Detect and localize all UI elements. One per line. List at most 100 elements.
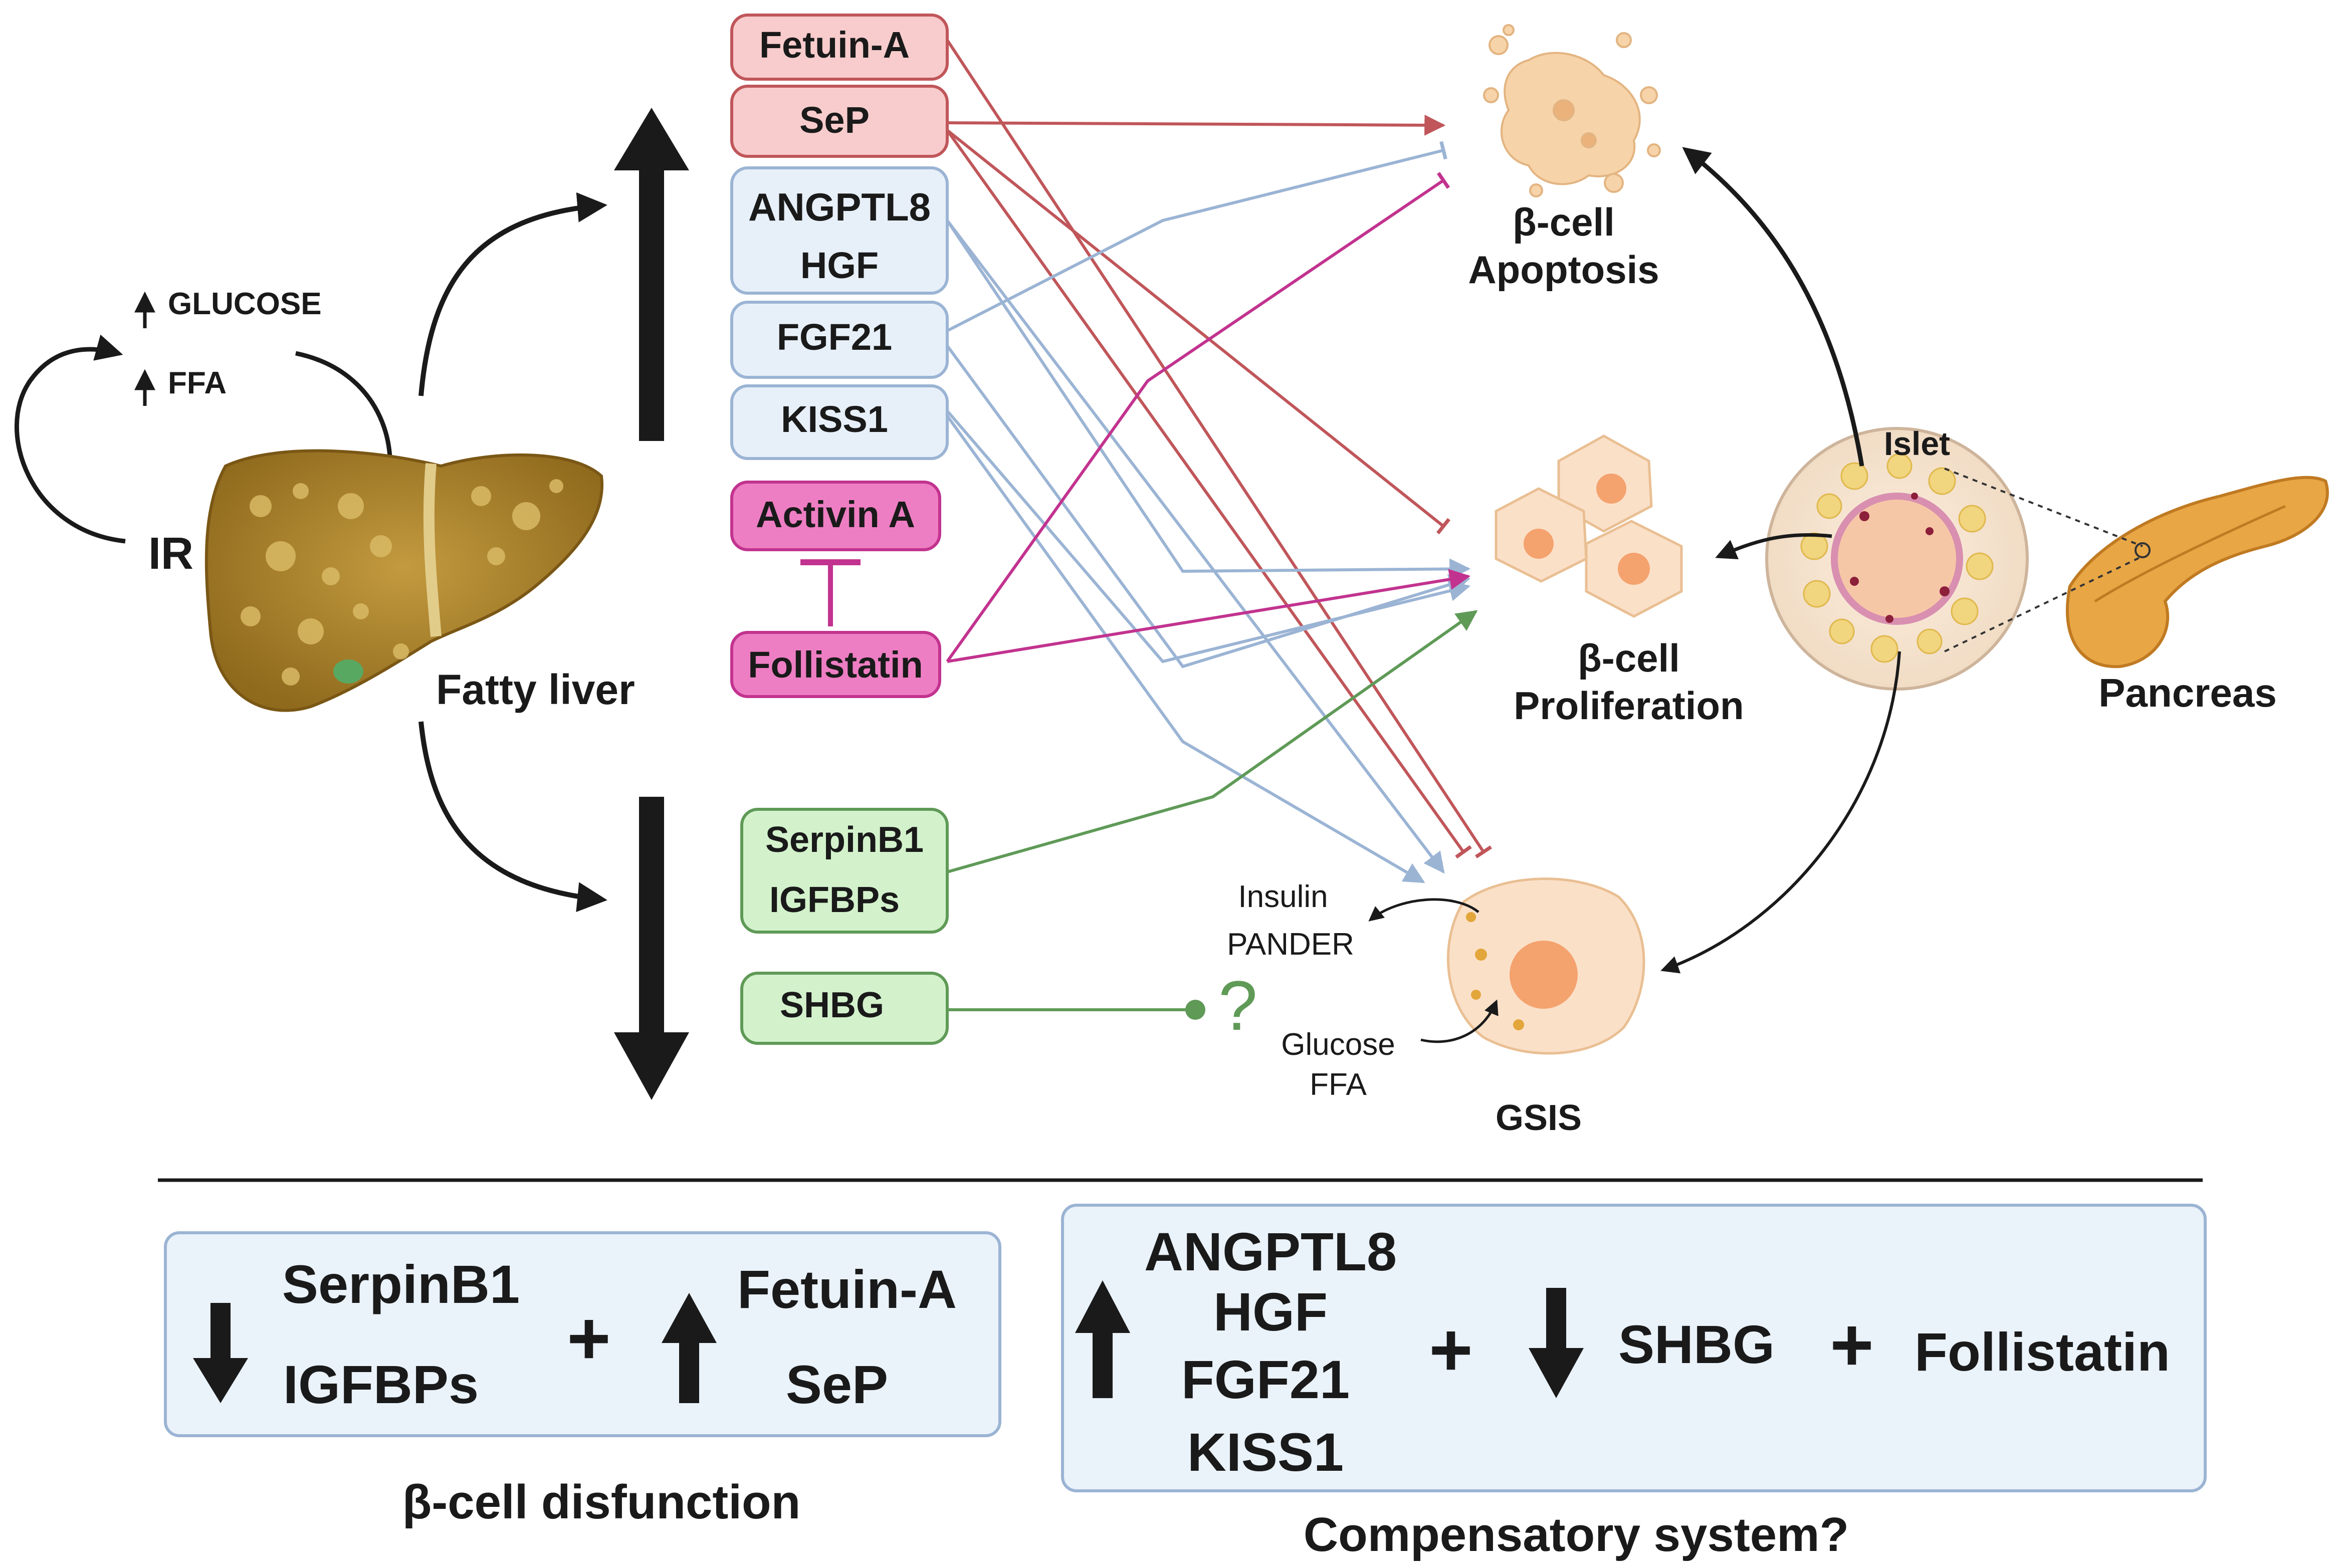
apoptosis-line2: Apoptosis bbox=[1468, 248, 1659, 292]
right-item5: SHBG bbox=[1618, 1314, 1775, 1375]
islet-to-gsis-arrow bbox=[1660, 651, 1901, 974]
glucose-label: GLUCOSE bbox=[168, 287, 322, 321]
label-fetuin-a: Fetuin-A bbox=[759, 24, 910, 66]
box-fetuin-a bbox=[730, 14, 949, 81]
apoptosis-line1: β-cell bbox=[1513, 200, 1615, 244]
gallbladder-icon bbox=[333, 659, 363, 684]
right-item6: Follistatin bbox=[1915, 1321, 2170, 1382]
insulin-label: Insulin bbox=[1238, 879, 1328, 914]
box-shbg bbox=[740, 972, 949, 1045]
islet-core bbox=[1831, 493, 1963, 625]
ir-label: IR bbox=[148, 529, 193, 579]
box-activin-a bbox=[730, 481, 941, 551]
line-serpinb1-proliferation bbox=[947, 610, 1478, 873]
label-serpinb1: SerpinB1 bbox=[765, 820, 924, 860]
left-caption: β-cell disfunction bbox=[402, 1475, 801, 1529]
big-up-arrow-icon bbox=[614, 108, 689, 441]
left-panel-box bbox=[164, 1231, 1001, 1437]
up-arrow-icon bbox=[1075, 1280, 1130, 1398]
islet-to-proliferation-arrow bbox=[1715, 533, 1832, 560]
line-fetuin-gsis bbox=[946, 39, 1493, 858]
proliferating-cells-icon bbox=[1495, 434, 1683, 618]
insulin-granules bbox=[1466, 912, 1524, 1030]
down-arrow-icon bbox=[193, 1303, 248, 1403]
box-follistatin bbox=[730, 631, 941, 698]
label-fgf21: FGF21 bbox=[777, 316, 892, 358]
left-item4: SeP bbox=[786, 1354, 888, 1415]
box-fgf21 bbox=[730, 301, 949, 379]
down-arrow-icon bbox=[1529, 1288, 1584, 1398]
islet-cells bbox=[1800, 453, 1994, 663]
curve-arrow-down bbox=[418, 721, 607, 913]
box-angptl8-hgf bbox=[730, 166, 949, 295]
right-item2: HGF bbox=[1213, 1281, 1328, 1342]
label-activin-a: Activin A bbox=[756, 494, 915, 535]
proliferation-line1: β-cell bbox=[1578, 636, 1680, 680]
liver-icon bbox=[204, 449, 604, 712]
left-item1: SerpinB1 bbox=[282, 1254, 520, 1314]
line-fgf21-apoptosis bbox=[946, 141, 1447, 332]
line-kiss1-gsis bbox=[946, 415, 1425, 883]
islet-to-apoptosis-arrow bbox=[1682, 147, 1864, 467]
label-sep: SeP bbox=[799, 99, 870, 141]
line-fgf21-proliferation bbox=[946, 345, 1471, 668]
left-item3: Fetuin-A bbox=[737, 1259, 957, 1319]
secretion-arrow bbox=[1368, 898, 1479, 922]
right-item4: KISS1 bbox=[1187, 1422, 1344, 1482]
line-angptl8-proliferation bbox=[946, 219, 1471, 580]
line-kiss1-proliferation bbox=[946, 410, 1471, 663]
ffa-target-label: FFA bbox=[1310, 1067, 1367, 1102]
label-kiss1: KISS1 bbox=[781, 398, 888, 440]
box-serpinb1-igfbps bbox=[740, 808, 949, 934]
up-arrow-icon bbox=[662, 1293, 717, 1403]
glucose-target-label: Glucose bbox=[1281, 1027, 1395, 1062]
box-kiss1 bbox=[730, 384, 949, 460]
islet-vessels bbox=[1850, 493, 1950, 623]
zoom-line-bottom bbox=[1944, 555, 2143, 652]
right-item1: ANGPTL8 bbox=[1144, 1221, 1397, 1282]
proliferation-line2: Proliferation bbox=[1514, 684, 1744, 728]
label-hgf: HGF bbox=[800, 245, 879, 286]
gsis-label: GSIS bbox=[1496, 1098, 1582, 1138]
right-item3: FGF21 bbox=[1181, 1349, 1350, 1410]
hepatokine-boxes: Fetuin-A SeP ANGPTL8 HGF FGF21 KISS1 Act… bbox=[730, 14, 949, 1045]
islet-label: Islet bbox=[1884, 425, 1950, 462]
shbg-end-dot bbox=[1185, 1000, 1205, 1020]
left-plus: + bbox=[567, 1296, 611, 1380]
curve-arrow-up bbox=[418, 192, 607, 396]
right-panel-box bbox=[1061, 1204, 2207, 1492]
line-follistatin-apoptosis bbox=[946, 172, 1450, 662]
left-item2: IGFBPs bbox=[283, 1354, 479, 1415]
right-plus1: + bbox=[1429, 1307, 1473, 1392]
pancreas-label: Pancreas bbox=[2098, 670, 2277, 715]
right-caption: Compensatory system? bbox=[1304, 1508, 1849, 1561]
label-shbg: SHBG bbox=[780, 985, 884, 1025]
liver-fat-droplets bbox=[241, 479, 563, 686]
connector-lines: ? bbox=[946, 39, 1493, 1045]
pancreas-icon bbox=[2065, 476, 2329, 668]
line-sep-apoptosis bbox=[947, 114, 1446, 136]
big-down-arrow-icon bbox=[614, 797, 689, 1100]
loop-arrow-left bbox=[14, 334, 126, 544]
targets-section: β-cell Apoptosis β-cell Proliferation GS… bbox=[1227, 24, 2329, 1138]
right-plus2: + bbox=[1830, 1302, 1874, 1387]
uptake-arrow bbox=[1420, 999, 1499, 1043]
line-follistatin-proliferation bbox=[947, 569, 1471, 663]
line-sep-proliferation bbox=[946, 129, 1451, 535]
liver-section: GLUCOSE FFA IR Fatty liver bbox=[14, 108, 689, 1100]
box-sep bbox=[730, 85, 949, 158]
label-angptl8: ANGPTL8 bbox=[748, 185, 931, 229]
summary-left-panel: SerpinB1 IGFBPs + Fetuin-A SeP β-cell di… bbox=[164, 1231, 1001, 1529]
fatty-liver-label: Fatty liver bbox=[436, 666, 635, 713]
beta-cell-nucleus bbox=[1510, 941, 1578, 1009]
summary-right-panel: ANGPTL8 HGF FGF21 KISS1 + SHBG + Follist… bbox=[1061, 1204, 2207, 1561]
label-follistatin: Follistatin bbox=[748, 644, 923, 686]
line-angptl8-gsis bbox=[946, 219, 1445, 874]
apoptotic-cell-icon bbox=[1483, 24, 1661, 197]
liver-ligament bbox=[423, 463, 442, 637]
pander-label: PANDER bbox=[1227, 927, 1354, 962]
unknown-mark: ? bbox=[1218, 966, 1257, 1045]
line-sep-gsis bbox=[946, 129, 1472, 859]
